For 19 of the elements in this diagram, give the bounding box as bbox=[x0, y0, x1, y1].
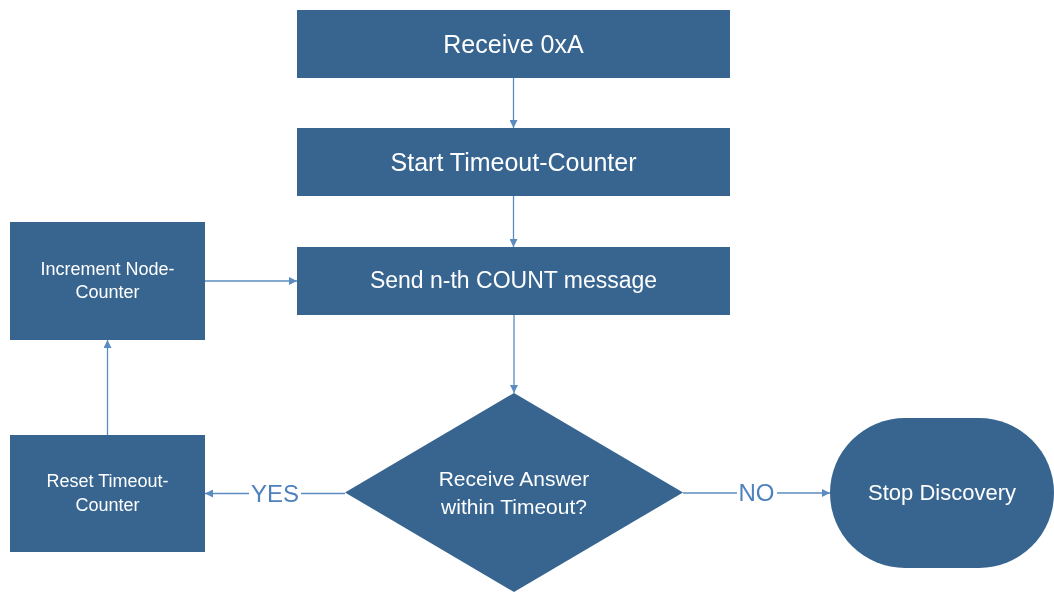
node-text: Start Timeout-Counter bbox=[390, 146, 637, 178]
node-text: Receive Answer within Timeout? bbox=[437, 466, 591, 520]
arrow bbox=[509, 77, 518, 129]
terminal-shape bbox=[830, 418, 1054, 568]
process-box bbox=[10, 222, 205, 340]
process-box bbox=[10, 435, 205, 552]
arrow bbox=[509, 195, 518, 248]
node-text: Receive 0xA bbox=[443, 28, 584, 60]
node-text: Stop Discovery bbox=[868, 478, 1016, 507]
node-text: Send n-th COUNT message bbox=[369, 266, 658, 296]
process-box bbox=[297, 247, 730, 315]
process-box bbox=[297, 10, 730, 78]
node-text: Increment Node-Counter bbox=[39, 257, 176, 304]
arrow bbox=[510, 314, 518, 394]
decision-diamond bbox=[345, 393, 683, 592]
arrow bbox=[204, 277, 298, 285]
arrow bbox=[103, 339, 112, 436]
process-box bbox=[297, 128, 730, 196]
node-text: Reset Timeout-Counter bbox=[45, 470, 170, 517]
